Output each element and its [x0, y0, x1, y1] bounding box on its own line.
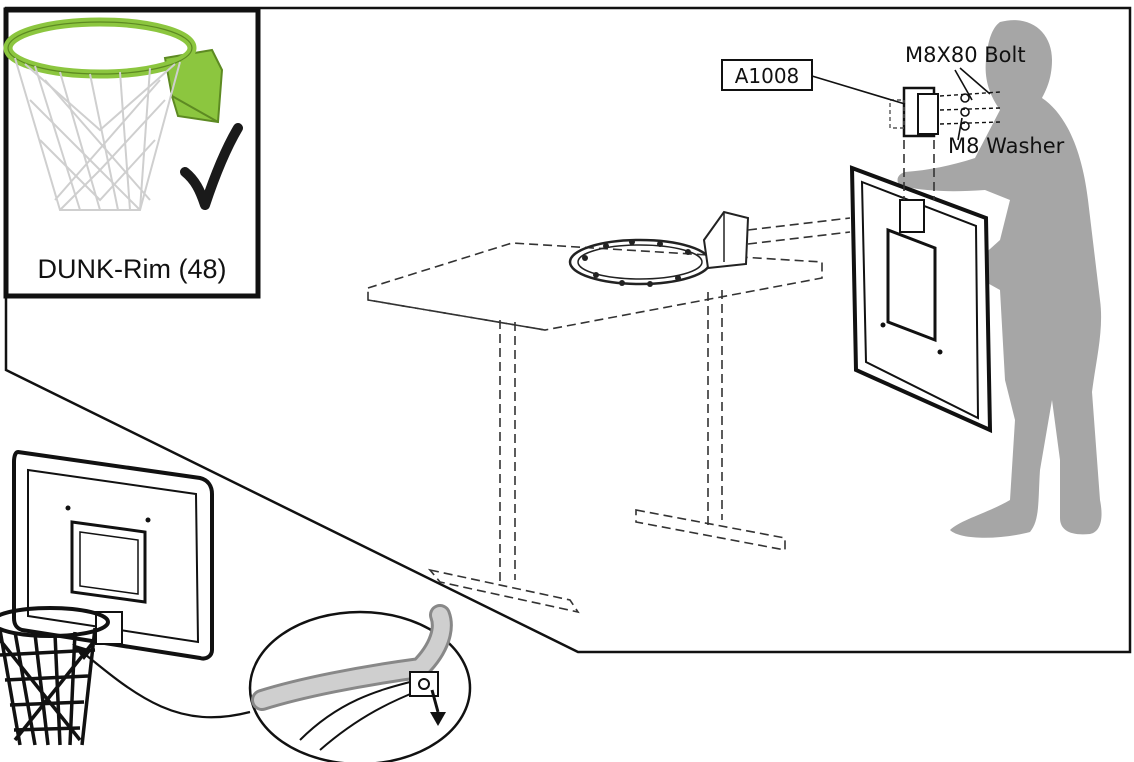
washer-label: M8 Washer [948, 134, 1065, 158]
rim-on-table [568, 210, 851, 287]
detail-arrow-icon [72, 644, 92, 660]
table-outline [367, 242, 823, 614]
part-leader-line [811, 75, 906, 105]
inset-title: DUNK-Rim (48) [38, 254, 227, 284]
bolt-leader-line [959, 67, 991, 95]
checkmark-icon [180, 123, 243, 210]
inset-box [3, 7, 261, 299]
part-number-label: A1008 [735, 64, 800, 88]
bolt-label: M8X80 Bolt [905, 43, 1026, 67]
person-silhouette [897, 20, 1102, 538]
washer-leader-line [957, 117, 963, 141]
bolt-leader-line-2 [954, 69, 973, 101]
backboard-held [849, 165, 993, 434]
main-scene-frame [4, 6, 1132, 654]
mounting-bracket [889, 86, 1001, 200]
dunk-rim-illustration [3, 17, 224, 211]
zoom-detail-circle [248, 604, 472, 762]
detail-leader-line [79, 649, 251, 719]
part-number-box [721, 59, 813, 91]
mounted-backboard [12, 449, 214, 661]
